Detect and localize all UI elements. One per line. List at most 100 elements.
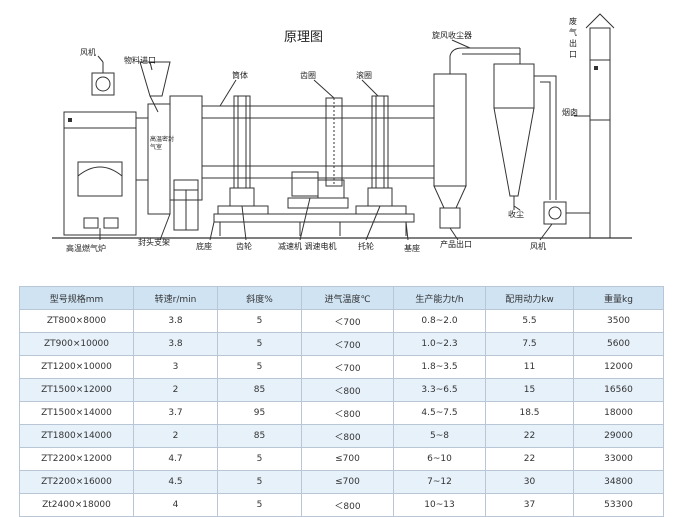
cell-speed: 4.7 [133, 447, 218, 471]
top-fan-impeller [95, 76, 111, 92]
cell-power: 18.5 [485, 401, 574, 425]
cell-capacity: 10~13 [393, 493, 486, 517]
header-speed: 转速r/min [133, 286, 218, 310]
table-row: ZT1500×14000 3.7 95 ＜800 4.5~7.5 18.5 18… [19, 401, 664, 425]
cell-speed: 3.7 [133, 401, 218, 425]
header-power: 配用动力kw [485, 286, 574, 310]
spec-table: 型号规格mm 转速r/min 斜度% 进气温度℃ 生产能力t/h 配用动力kw … [19, 286, 664, 517]
cell-speed: 3 [133, 355, 218, 379]
header-model: 型号规格mm [19, 286, 134, 310]
riding-ring-left [233, 95, 251, 189]
cell-inlet-temp: ≤700 [301, 447, 394, 471]
cell-model: ZT1800×14000 [19, 424, 134, 448]
cell-power: 30 [485, 470, 574, 494]
table-row: ZT800×8000 3.8 5 ＜700 0.8~2.0 5.5 3500 [19, 309, 664, 333]
header-slope: 斜度% [217, 286, 302, 310]
dryer-principle-diagram: 原理图 风机 物料进口 筒体 齿圈 滚圈 旋风收尘器 废气出口 烟囱 收尘 高温… [52, 13, 632, 253]
chimney-fan-shape [543, 201, 567, 225]
label-base-frame: 底座 [196, 242, 212, 251]
cell-speed: 4.5 [133, 470, 218, 494]
cell-inlet-temp: ＜700 [301, 332, 394, 356]
cell-slope: 5 [217, 470, 302, 494]
cell-inlet-temp: ＜800 [301, 493, 394, 517]
table-row: ZT1500×12000 2 85 ＜800 3.3~6.5 15 16560 [19, 378, 664, 402]
cell-inlet-temp: ＜700 [301, 355, 394, 379]
label-roller: 托轮 [358, 242, 374, 251]
furnace-body [63, 111, 137, 236]
cell-model: ZT1200×10000 [19, 355, 134, 379]
label-foundation: 基座 [404, 244, 420, 253]
label-riding-ring: 滚圈 [356, 71, 372, 80]
cell-weight: 3500 [573, 309, 664, 333]
cell-weight: 16560 [573, 378, 664, 402]
header-weight: 重量kg [573, 286, 664, 310]
cell-power: 37 [485, 493, 574, 517]
cell-capacity: 6~10 [393, 447, 486, 471]
diagram-drawing [52, 13, 632, 241]
cell-power: 22 [485, 447, 574, 471]
cell-model: ZT800×8000 [19, 309, 134, 333]
cell-slope: 5 [217, 493, 302, 517]
motor-shape [317, 179, 345, 199]
cell-model: ZT900×10000 [19, 332, 134, 356]
cell-inlet-temp: ＜700 [301, 309, 394, 333]
table-row: ZT1800×14000 2 85 ＜800 5~8 22 29000 [19, 424, 664, 448]
cell-speed: 2 [133, 378, 218, 402]
cell-slope: 5 [217, 447, 302, 471]
table-row: ZT1200×10000 3 5 ＜700 1.8~3.5 11 12000 [19, 355, 664, 379]
cell-power: 5.5 [485, 309, 574, 333]
label-product-outlet: 产品出口 [440, 240, 472, 249]
rotary-cylinder [201, 105, 435, 179]
cell-model: Zt2400×18000 [19, 493, 134, 517]
cell-slope: 85 [217, 424, 302, 448]
cell-model: ZT2200×16000 [19, 470, 134, 494]
cyclone-shape [493, 63, 535, 109]
cell-inlet-temp: ＜800 [301, 401, 394, 425]
cell-slope: 85 [217, 378, 302, 402]
cell-slope: 5 [217, 332, 302, 356]
cell-speed: 3.8 [133, 309, 218, 333]
cell-weight: 34800 [573, 470, 664, 494]
cell-capacity: 0.8~2.0 [393, 309, 486, 333]
label-reducer-motor: 减速机 调速电机 [278, 242, 337, 251]
cell-speed: 3.8 [133, 332, 218, 356]
header-inlet-temp: 进气温度℃ [301, 286, 394, 310]
base-frame-shape [213, 213, 415, 223]
cell-model: ZT2200×12000 [19, 447, 134, 471]
table-row: ZT2200×16000 4.5 5 ≤700 7~12 30 34800 [19, 470, 664, 494]
diagram-title: 原理图 [284, 30, 324, 45]
label-chimney: 烟囱 [562, 108, 578, 117]
cell-power: 7.5 [485, 332, 574, 356]
cell-weight: 18000 [573, 401, 664, 425]
cell-inlet-temp: ＜800 [301, 424, 394, 448]
cell-speed: 2 [133, 424, 218, 448]
discharge-box [433, 73, 467, 187]
cell-slope: 5 [217, 355, 302, 379]
cell-power: 15 [485, 378, 574, 402]
cell-slope: 95 [217, 401, 302, 425]
furnace-door [77, 161, 123, 197]
table-row: Zt2400×18000 4 5 ＜800 10~13 37 53300 [19, 493, 664, 517]
cell-speed: 4 [133, 493, 218, 517]
cell-inlet-temp: ≤700 [301, 470, 394, 494]
riding-ring-right [371, 95, 389, 189]
label-dust-collection: 收尘 [508, 210, 524, 219]
label-material-inlet: 物料进口 [124, 56, 156, 65]
cell-slope: 5 [217, 309, 302, 333]
label-cylinder: 筒体 [232, 71, 248, 80]
label-waste-gas-outlet: 废气出口 [569, 17, 577, 59]
cell-model: ZT1500×14000 [19, 401, 134, 425]
cell-power: 11 [485, 355, 574, 379]
reducer-shape [291, 171, 319, 197]
cell-capacity: 3.3~6.5 [393, 378, 486, 402]
cell-weight: 29000 [573, 424, 664, 448]
cell-model: ZT1500×12000 [19, 378, 134, 402]
spec-table-header: 型号规格mm 转速r/min 斜度% 进气温度℃ 生产能力t/h 配用动力kw … [19, 286, 664, 310]
spec-table-body: ZT800×8000 3.8 5 ＜700 0.8~2.0 5.5 3500 Z… [19, 309, 664, 517]
label-cyclone: 旋风收尘器 [432, 31, 472, 40]
label-gear-ring: 齿圈 [300, 71, 316, 80]
label-seal-chamber: 高温密封气室 [150, 136, 175, 151]
cell-weight: 5600 [573, 332, 664, 356]
cell-weight: 12000 [573, 355, 664, 379]
label-fan-right: 风机 [530, 242, 546, 251]
